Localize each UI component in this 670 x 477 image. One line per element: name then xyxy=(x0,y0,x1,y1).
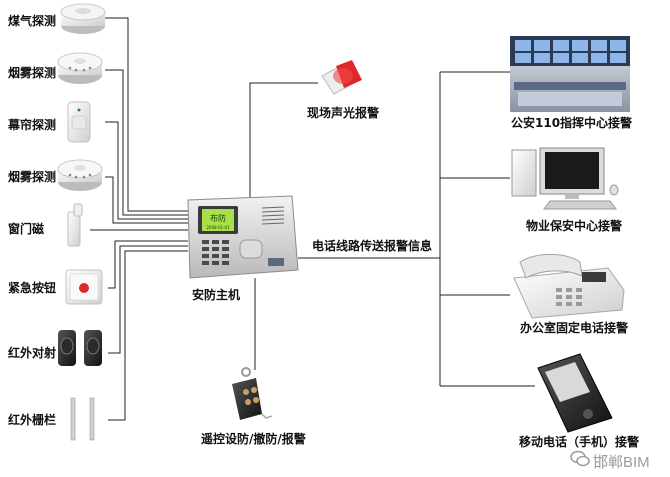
sensor-label-door: 窗门磁 xyxy=(8,222,45,236)
sensor-label-smoke1: 烟雾探测 xyxy=(8,66,57,80)
sensor-wires xyxy=(90,17,188,421)
curtain-detector-icon xyxy=(67,101,91,143)
lcd-text: 布防 xyxy=(210,213,226,223)
wire-button xyxy=(108,240,188,289)
security-host-icon: 布防 2008-01-01 xyxy=(187,195,299,279)
police-command-center-icon xyxy=(510,36,630,112)
sensor-label-gas: 煤气探测 xyxy=(8,14,57,28)
sensor-label-button: 紧急按钮 xyxy=(8,281,57,295)
wechat-logo-icon xyxy=(570,450,590,467)
wire-ir-fence xyxy=(108,250,188,421)
smoke-detector-icon xyxy=(57,159,103,191)
siren-icon xyxy=(321,60,362,95)
host-label: 安防主机 xyxy=(192,288,241,302)
wire-smoke2 xyxy=(105,176,188,224)
lcd-screen xyxy=(202,209,234,231)
smoke-detector-icon xyxy=(57,52,103,84)
property-desktop-computer-icon xyxy=(511,147,619,210)
wire-smoke1 xyxy=(105,69,188,216)
receiver-label-police: 公安110指挥中心接警 xyxy=(511,116,633,130)
sensor-label-ir-fence: 红外栅栏 xyxy=(8,413,57,427)
wire-siren xyxy=(249,82,318,197)
phone-line-wires xyxy=(298,71,535,387)
remote-label: 遥控设防/撤防/报警 xyxy=(201,432,306,446)
remote-control-icon xyxy=(232,367,273,420)
wire-ir-beam xyxy=(108,245,188,354)
receiver-label-property: 物业保安中心接警 xyxy=(526,219,623,233)
receiver-label-mobile: 移动电话（手机）接警 xyxy=(519,435,640,449)
speaker-grille xyxy=(261,206,285,225)
host-wires xyxy=(249,82,318,370)
ir-fence-icon xyxy=(70,397,95,441)
mobile-phone-icon xyxy=(537,353,613,433)
keypad xyxy=(202,240,229,265)
wire-gas xyxy=(105,17,188,212)
gas-detector-icon xyxy=(60,3,106,34)
sensor-label-smoke2: 烟雾探测 xyxy=(8,170,57,184)
door-magnet-icon xyxy=(67,203,83,247)
siren-label: 现场声光报警 xyxy=(307,106,380,120)
receiver-label-office: 办公室固定电话接警 xyxy=(520,321,629,335)
ir-beam-icon xyxy=(58,330,102,366)
sensor-label-ir-beam: 红外对射 xyxy=(8,346,57,360)
sensor-label-curtain: 幕帘探测 xyxy=(8,118,57,132)
watermark-text: 邯郸BIM xyxy=(593,454,650,471)
emergency-button-icon xyxy=(65,269,103,305)
phone-line-label: 电话线路传送报警信息 xyxy=(312,239,433,253)
lcd-subtext: 2008-01-01 xyxy=(206,225,230,230)
office-landline-phone-icon xyxy=(513,253,625,319)
wire-curtain xyxy=(105,121,188,220)
